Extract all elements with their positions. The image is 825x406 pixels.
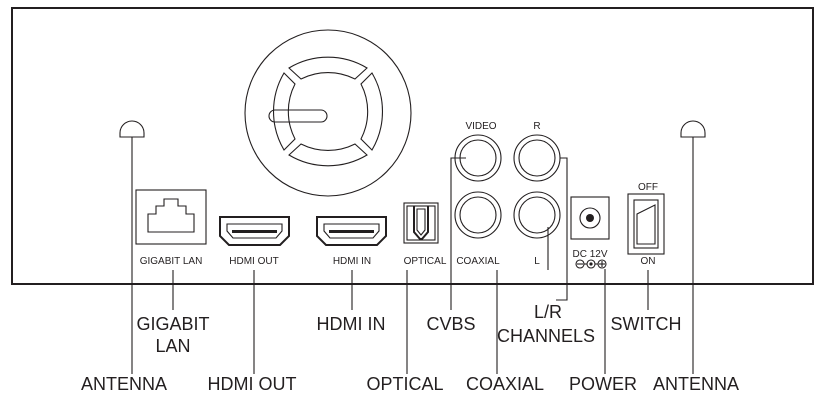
callout-cvbs: CVBS [426,314,475,334]
dc-power-jack [570,196,610,240]
callout-antenna-right: ANTENNA [653,374,739,394]
device-body [11,7,814,285]
callout-switch: SWITCH [611,314,682,334]
r-jack [513,134,561,182]
callout-lr-2: CHANNELS [497,326,595,346]
callout-hdmi-out: HDMI OUT [208,374,297,394]
video-panel-label: VIDEO [465,121,496,132]
leader-lines [131,137,694,374]
polarity-icon [575,259,607,269]
callout-antenna-left: ANTENNA [81,374,167,394]
on-panel-label: ON [641,256,656,267]
hdmi-in-panel-label: HDMI IN [333,256,371,267]
antenna-mount-left [119,120,145,138]
off-panel-label: OFF [638,182,658,193]
callout-gigabit-lan-1: GIGABIT [136,314,209,334]
coaxial-jack [454,191,502,239]
coaxial-panel-label: COAXIAL [456,256,500,267]
l-jack [513,191,561,239]
hdmi-out-panel-label: HDMI OUT [229,256,278,267]
hdmi-in-port [316,216,387,246]
power-switch [627,193,665,255]
dc-panel-label: DC 12V [572,249,607,260]
fan-grille [244,29,412,197]
callout-hdmi-in: HDMI IN [317,314,386,334]
l-panel-label: L [534,256,540,267]
callout-optical: OPTICAL [366,374,443,394]
callout-gigabit-lan-2: LAN [155,336,190,356]
callout-power: POWER [569,374,637,394]
lan-port [135,189,207,245]
optical-port [403,202,439,244]
antenna-mount-right [680,120,706,138]
hdmi-out-port [219,216,290,246]
optical-panel-label: OPTICAL [404,256,447,267]
lan-panel-label: GIGABIT LAN [140,256,203,267]
callout-coaxial: COAXIAL [466,374,544,394]
r-panel-label: R [533,121,540,132]
callout-lr-1: L/R [534,302,562,322]
